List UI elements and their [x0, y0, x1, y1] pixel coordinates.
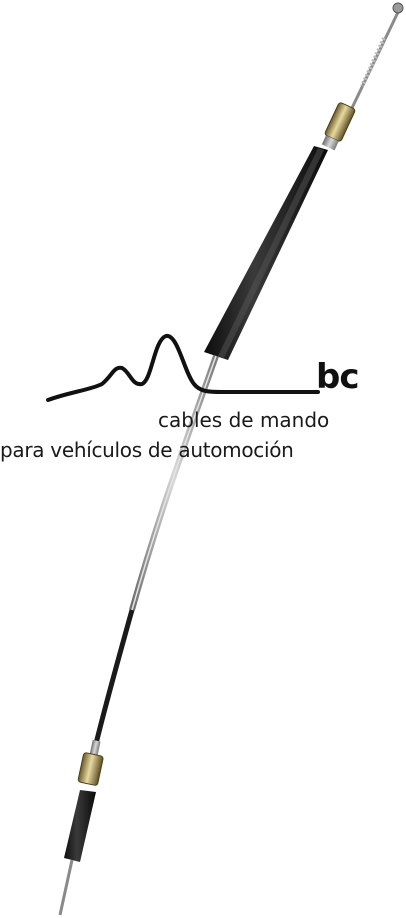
tagline-line-2: para vehículos de automoción	[0, 438, 294, 462]
logo-bc: bc	[316, 357, 359, 397]
bottom-rod	[58, 859, 74, 916]
lower-sheath	[64, 790, 96, 862]
upper-sheath	[204, 146, 328, 360]
top-fitting	[321, 102, 356, 151]
lower-cable	[91, 609, 135, 753]
logo-wave	[46, 334, 320, 402]
lower-fitting	[77, 739, 104, 786]
tagline-line-1: cables de mando	[158, 408, 330, 432]
middle-wire	[129, 355, 219, 611]
top-rod	[350, 2, 404, 109]
